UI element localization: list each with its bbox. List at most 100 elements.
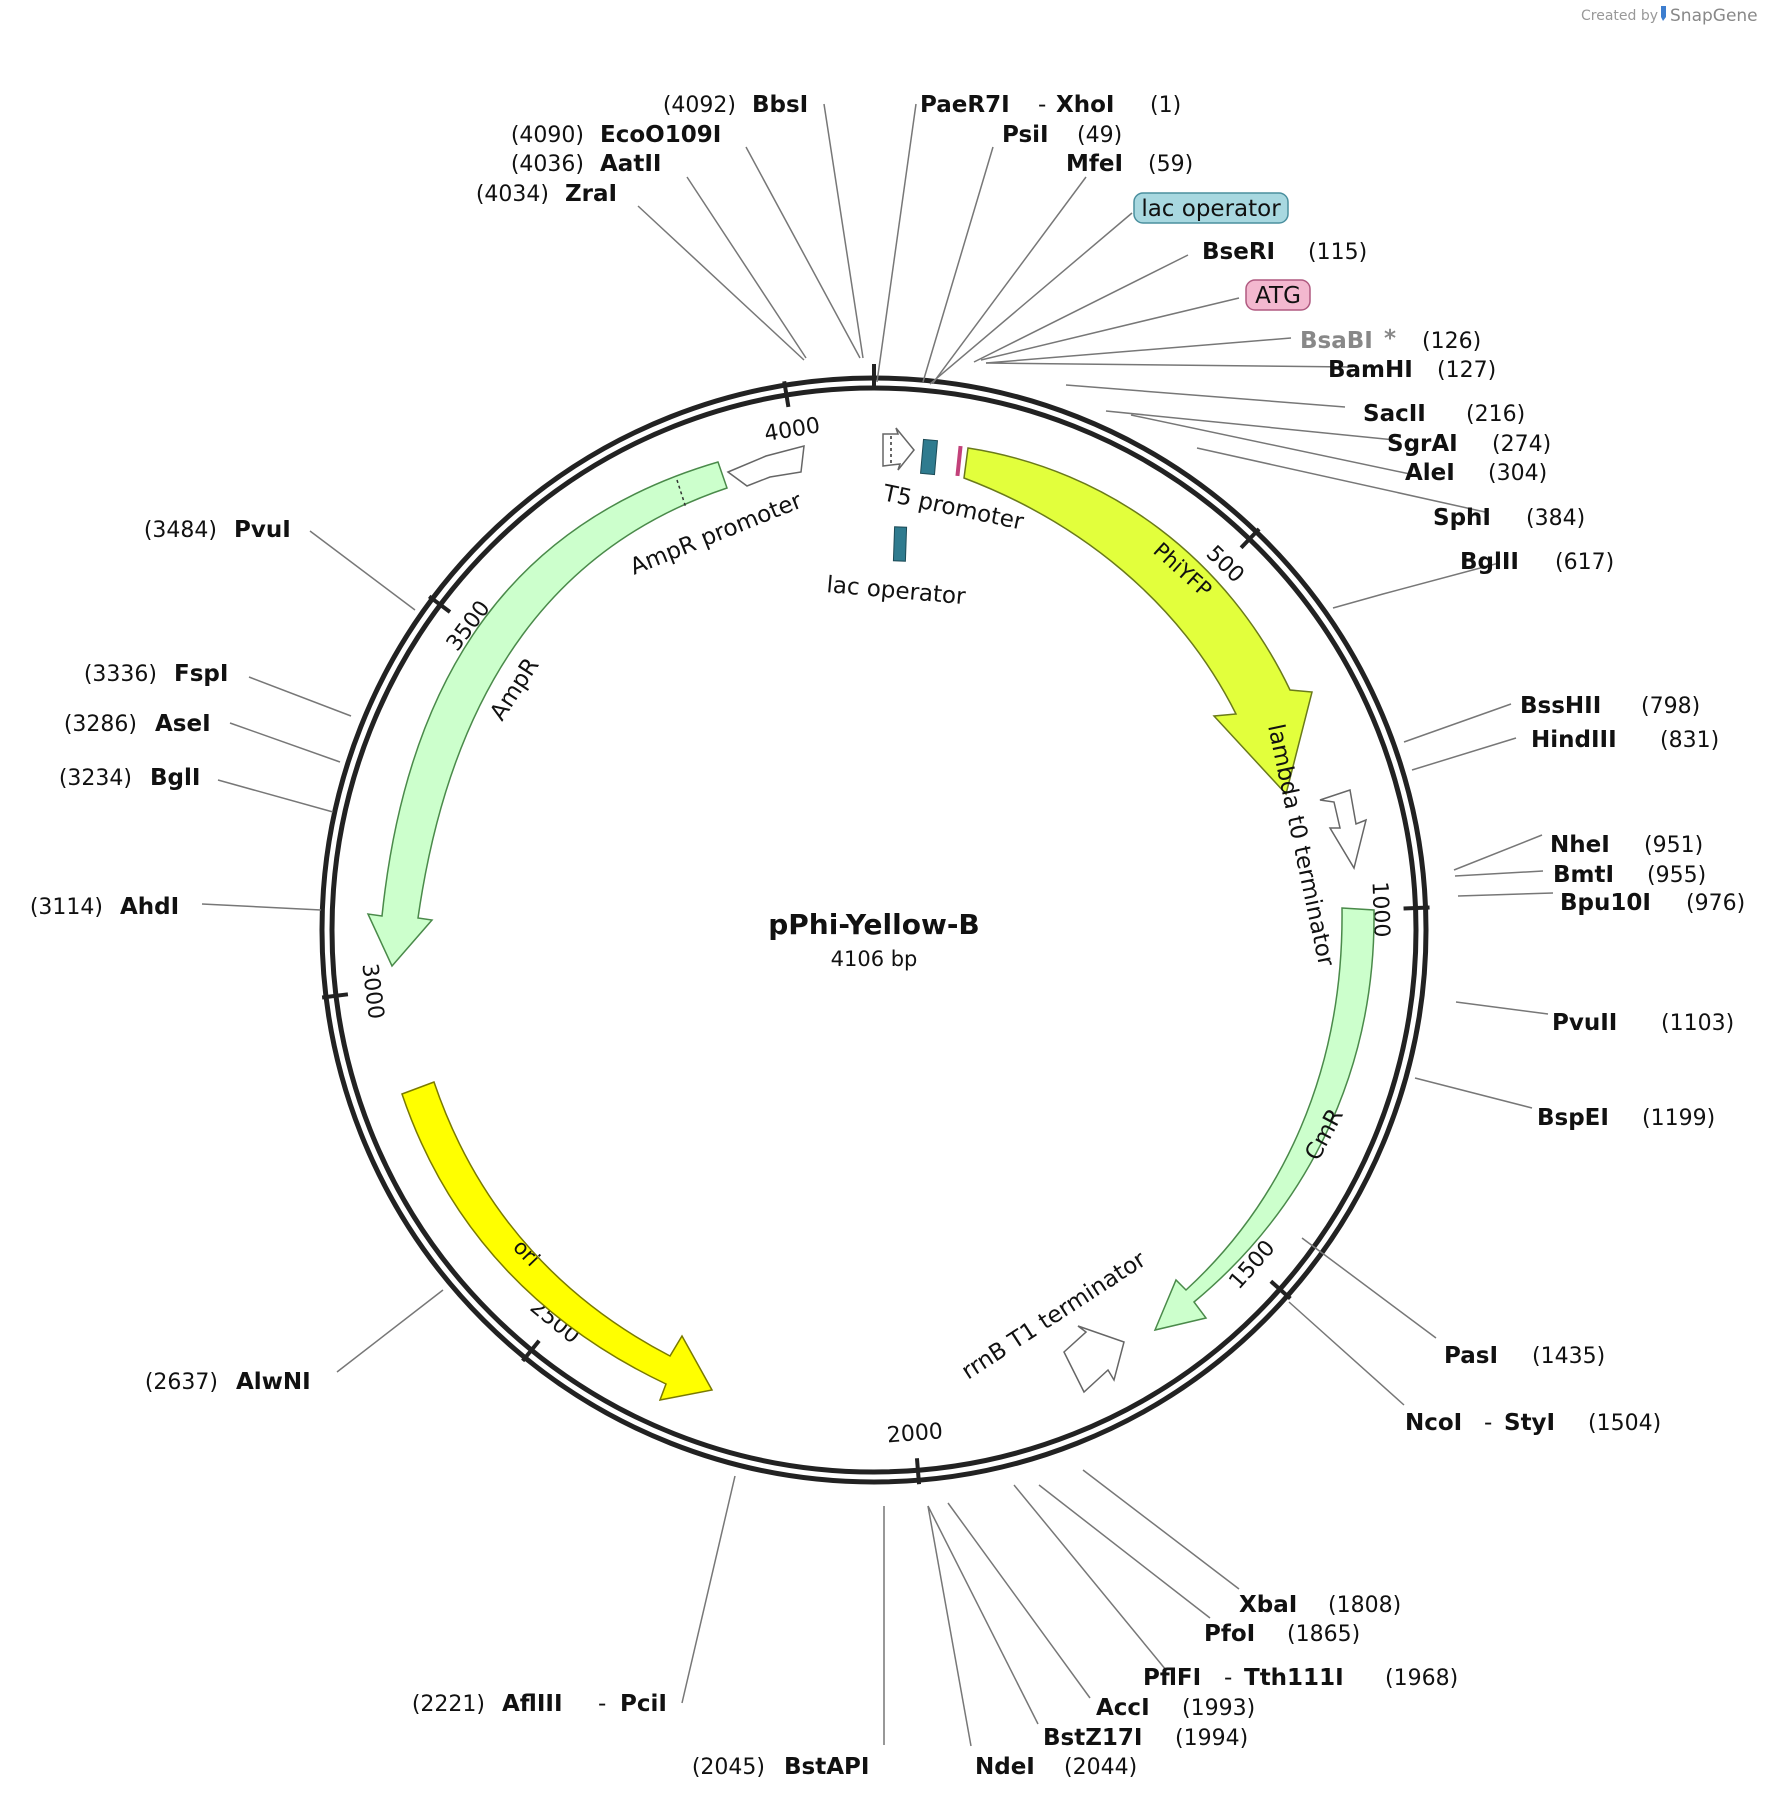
enzyme-name: PvuI: [234, 517, 291, 543]
svg-text:-: -: [598, 1691, 606, 1717]
site-xbai[interactable]: XbaI (1808): [1239, 1592, 1401, 1618]
site-bspei[interactable]: BspEI (1199): [1537, 1105, 1715, 1131]
rrnb-t1-terminator-arrow[interactable]: [1063, 1325, 1125, 1394]
enzyme-name: AseI: [155, 711, 211, 737]
site-afliii-pcii[interactable]: (2221) AflIII - PciI: [412, 1691, 667, 1717]
phiyfp-arrow[interactable]: [963, 447, 1313, 796]
plasmid-name: pPhi-Yellow-B: [768, 908, 980, 941]
site-position: (3286): [64, 712, 137, 737]
site-bseri[interactable]: BseRI (115): [1202, 239, 1367, 265]
site-pasi[interactable]: PasI (1435): [1444, 1343, 1605, 1369]
site-ecoo109i[interactable]: (4090) EcoO109I: [511, 122, 721, 148]
site-position: (4036): [511, 152, 584, 177]
site-bsshii[interactable]: BssHII (798): [1520, 693, 1700, 719]
tick-mark-2500: [521, 1339, 541, 1363]
site-bstapi[interactable]: (2045) BstAPI: [692, 1754, 870, 1780]
site-position: (1994): [1175, 1726, 1248, 1751]
lac-operator-callout[interactable]: lac operator: [1133, 192, 1289, 224]
site-zrai[interactable]: (4034) ZraI: [476, 181, 617, 207]
site-sacii[interactable]: SacII (216): [1363, 401, 1525, 427]
tick-label-3000: 3000: [356, 962, 388, 1021]
enzyme-name: PsiI: [1002, 122, 1049, 148]
tick-mark-1000: [1403, 905, 1430, 911]
ampr-promoter-arrow[interactable]: [726, 444, 805, 487]
site-bmti[interactable]: BmtI (955): [1553, 862, 1706, 888]
site-mfei[interactable]: MfeI (59): [1066, 151, 1193, 177]
site-pfoi[interactable]: PfoI (1865): [1204, 1621, 1360, 1647]
site-position: (304): [1488, 461, 1547, 486]
site-psii[interactable]: PsiI (49): [1002, 122, 1122, 148]
site-fspi[interactable]: (3336) FspI: [84, 661, 229, 687]
enzyme-name: NheI: [1550, 832, 1610, 858]
lac-operator-block-2[interactable]: [892, 526, 908, 562]
site-position: (216): [1466, 402, 1525, 427]
lambda-t0-terminator-arrow[interactable]: [1319, 789, 1368, 870]
atg-callout-label: ATG: [1255, 283, 1301, 309]
enzyme-name: AleI: [1405, 460, 1455, 486]
cmr-arrow[interactable]: [1153, 907, 1375, 1332]
site-alei[interactable]: AleI (304): [1405, 460, 1547, 486]
snapgene-credit: Created by SnapGene: [1581, 6, 1758, 26]
site-pvui[interactable]: (3484) PvuI: [144, 517, 291, 543]
site-position: (4090): [511, 123, 584, 148]
site-position: (3484): [144, 518, 217, 543]
site-alwni[interactable]: (2637) AlwNI: [145, 1369, 311, 1395]
site-position: (976): [1686, 891, 1745, 916]
callout-box: [1133, 192, 1289, 224]
enzyme-name: XbaI: [1239, 1592, 1297, 1618]
site-position: (59): [1148, 152, 1193, 177]
tick-mark-1500: [1269, 1279, 1292, 1301]
cut-site-labels: (4092) BbsI (4090) EcoO109I (4036) AatII…: [30, 92, 1745, 1780]
enzyme-name: AccI: [1096, 1695, 1150, 1721]
site-asei[interactable]: (3286) AseI: [64, 711, 211, 737]
atg-mark[interactable]: [955, 445, 963, 477]
atg-callout[interactable]: ATG: [1245, 279, 1311, 311]
site-pvuii[interactable]: PvuII (1103): [1552, 1010, 1734, 1036]
rrnb-t1-terminator-label: rrnB T1 terminator: [957, 1246, 1151, 1385]
site-bstz17i[interactable]: BstZ17I (1994): [1043, 1725, 1248, 1751]
site-position: (1199): [1642, 1106, 1715, 1131]
enzyme-name: HindIII: [1531, 727, 1617, 753]
site-hindiii[interactable]: HindIII (831): [1531, 727, 1719, 753]
tick-label-4000: 4000: [763, 413, 822, 447]
site-pflfi-tth111i[interactable]: PflFI - Tth111I (1968): [1143, 1665, 1458, 1691]
enzyme-name: SacII: [1363, 401, 1426, 427]
enzyme-name: PasI: [1444, 1343, 1498, 1369]
lac-operator-block-1[interactable]: [920, 438, 938, 476]
ori-arrow[interactable]: [401, 1081, 714, 1401]
enzyme-name: AhdI: [120, 894, 179, 920]
enzyme-name: PvuII: [1552, 1010, 1617, 1036]
site-ncoi-styi[interactable]: NcoI - StyI (1504): [1405, 1410, 1661, 1436]
snapgene-brand: SnapGene: [1670, 6, 1758, 26]
site-bsabi[interactable]: BsaBI * (126): [1300, 326, 1481, 354]
site-bbsi[interactable]: (4092) BbsI: [663, 92, 808, 118]
site-bamhi[interactable]: BamHI (127): [1328, 357, 1496, 383]
site-nhei[interactable]: NheI (951): [1550, 832, 1703, 858]
site-bgli[interactable]: (3234) BglI: [59, 765, 201, 791]
site-position: (2637): [145, 1370, 218, 1395]
t5-promoter-arrow[interactable]: [882, 427, 915, 471]
site-aatii[interactable]: (4036) AatII: [511, 151, 662, 177]
site-bpu10i[interactable]: Bpu10I (976): [1560, 890, 1745, 916]
enzyme-name: BseRI: [1202, 239, 1275, 265]
enzyme-name: AatII: [600, 151, 661, 177]
site-acci[interactable]: AccI (1993): [1096, 1695, 1255, 1721]
lac-operator-callout-label: lac operator: [1141, 196, 1281, 222]
site-position: (2044): [1064, 1755, 1137, 1780]
lambda-t0-terminator-label: lambda t0 terminator: [1262, 722, 1339, 969]
site-ahdi[interactable]: (3114) AhdI: [30, 894, 179, 920]
enzyme-name: MfeI: [1066, 151, 1123, 177]
site-paer7i-xhoi[interactable]: PaeR7I - XhoI (1): [920, 92, 1181, 118]
site-ndei[interactable]: NdeI (2044): [975, 1754, 1137, 1780]
ampr-arrow[interactable]: [366, 461, 728, 968]
site-position: (3234): [59, 766, 132, 791]
site-bglii[interactable]: BglII (617): [1460, 549, 1614, 575]
site-position: (1): [1150, 93, 1181, 118]
enzyme-name: PaeR7I: [920, 92, 1010, 118]
plasmid-center-label: pPhi-Yellow-B 4106 bp: [768, 908, 980, 971]
lac-operator-label: lac operator: [825, 572, 967, 610]
enzyme-name: BamHI: [1328, 357, 1413, 383]
site-sphi[interactable]: SphI (384): [1433, 505, 1585, 531]
site-sgrai[interactable]: SgrAI (274): [1387, 431, 1551, 457]
